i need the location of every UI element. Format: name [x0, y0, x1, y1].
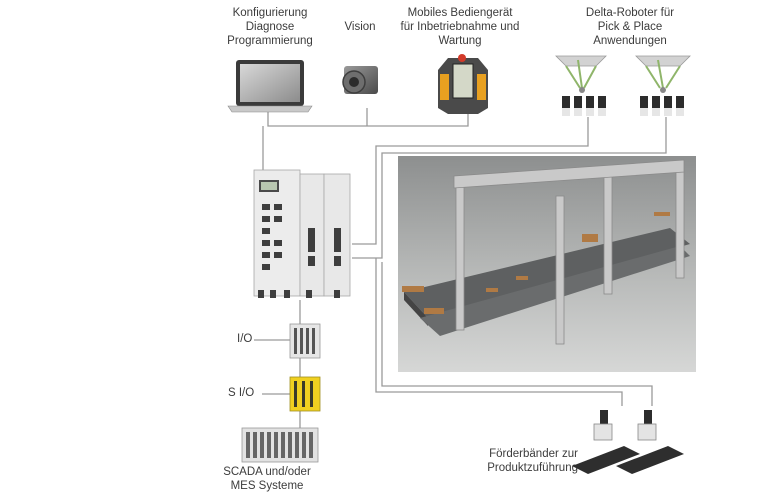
- robot-drives-2-icon: [640, 96, 684, 116]
- safety-io-module-icon: [289, 376, 321, 412]
- label-io: I/O: [237, 333, 253, 345]
- teach-pendant-icon: [438, 54, 488, 114]
- controller-plc-icon: [253, 169, 351, 298]
- delta-robot-2-icon: [635, 55, 691, 93]
- scada-rack-icon: [241, 427, 319, 463]
- label-sio: S I/O: [228, 387, 255, 399]
- conveyor-belt-1-icon: [572, 446, 640, 474]
- conveyor-motor-1-icon: [593, 410, 613, 441]
- robot-drives-1-icon: [562, 96, 606, 116]
- laptop-icon: [227, 60, 313, 113]
- conveyor-belt-2-icon: [616, 446, 684, 474]
- production-cell-image: [398, 156, 696, 372]
- conveyor-motor-2-icon: [637, 410, 657, 441]
- delta-robot-1-icon: [555, 55, 607, 93]
- io-module-icon: [289, 323, 321, 359]
- label-vision: Vision: [344, 21, 376, 33]
- connection-lines: [254, 108, 667, 445]
- vision-camera-icon: [342, 66, 378, 94]
